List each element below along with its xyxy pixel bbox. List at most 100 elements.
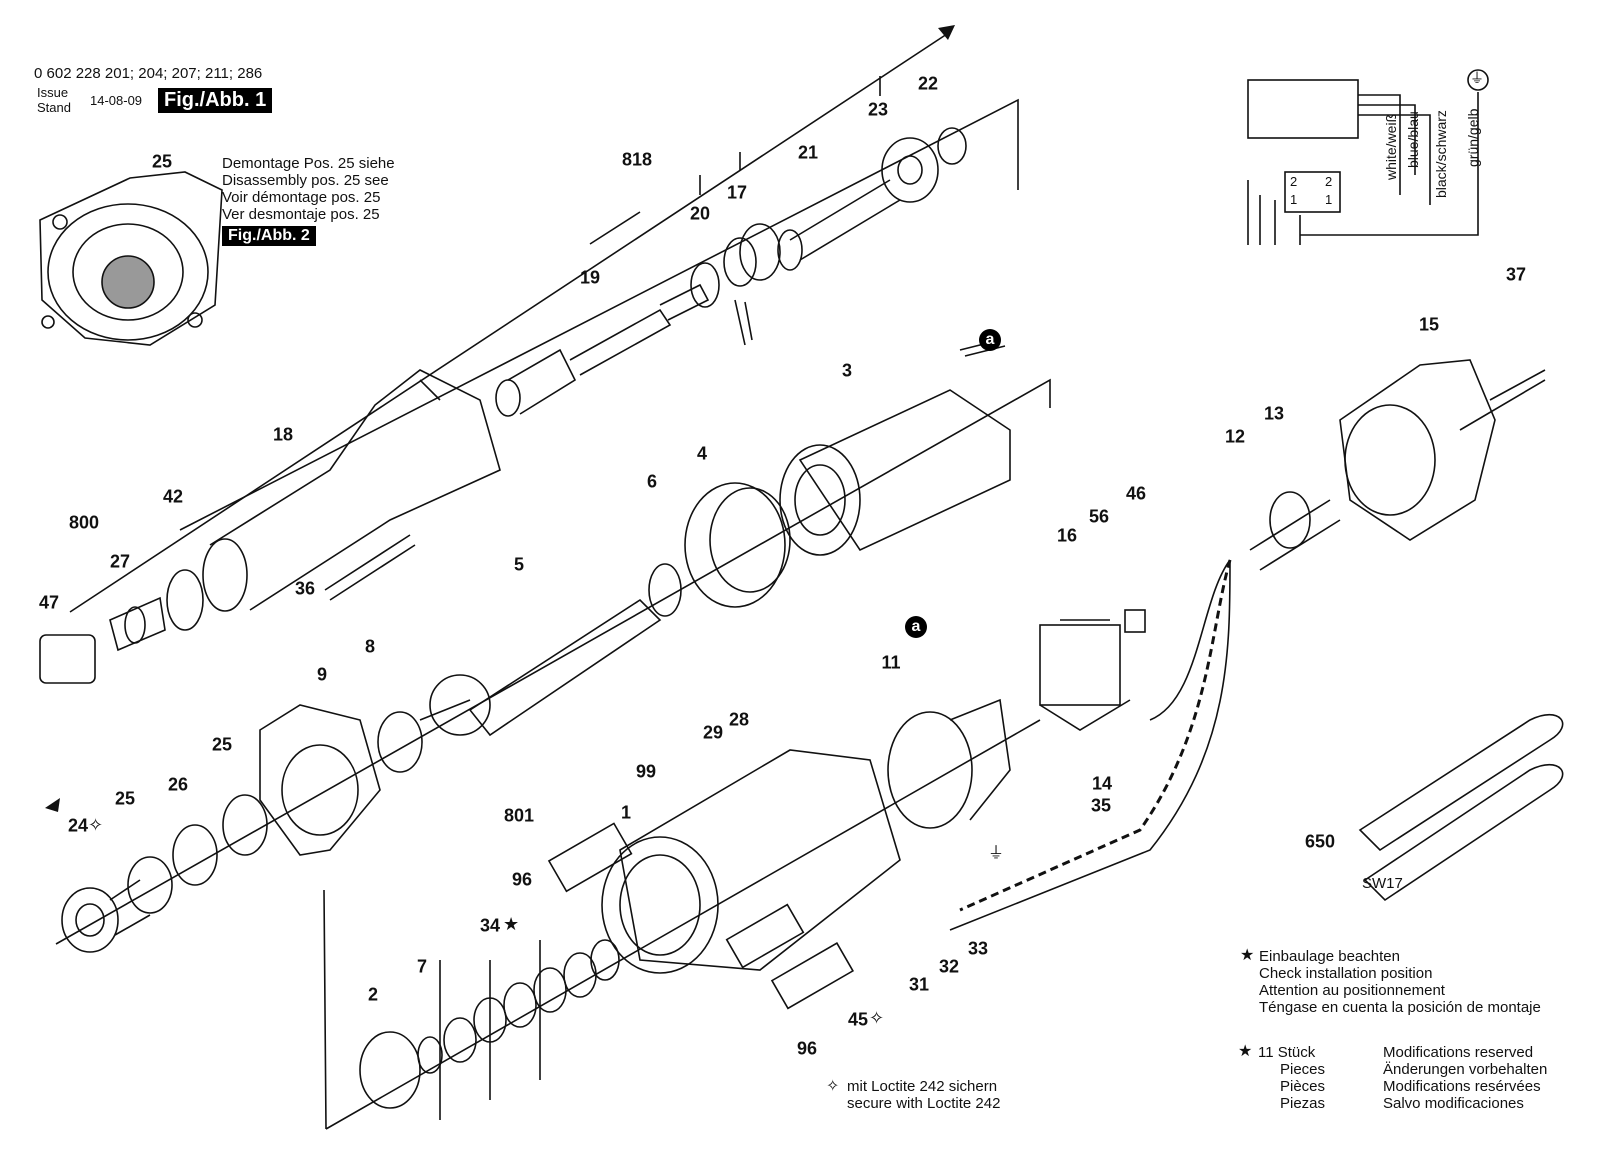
part-label-99: 99: [635, 761, 657, 782]
part-label-21: 21: [797, 142, 819, 163]
wrench-size-label: SW17: [1362, 875, 1403, 892]
part-label-25-a: 25: [211, 734, 233, 755]
part-label-16: 16: [1056, 525, 1078, 546]
loctite-star-icon: ✧: [826, 1078, 840, 1095]
part-label-29: 29: [702, 722, 724, 743]
part-label-800: 800: [68, 512, 100, 533]
part-label-33: 33: [967, 938, 989, 959]
star-icon: ★: [1238, 1043, 1253, 1060]
connection-marker-a: a: [905, 616, 927, 638]
modifications-line-3: Modifications resérvées: [1383, 1078, 1541, 1095]
part-label-2: 2: [367, 984, 379, 1005]
part-label-46: 46: [1125, 483, 1147, 504]
direction-arrow-icon: [45, 798, 60, 812]
end-shield-detail-drawing: [39, 171, 223, 346]
part-label-22: 22: [917, 73, 939, 94]
wire-label-black: black/schwarz: [1433, 110, 1449, 198]
part-label-19: 19: [579, 267, 601, 288]
fig2-badge: Fig./Abb. 2: [222, 226, 316, 246]
part-label-13: 13: [1263, 403, 1285, 424]
direction-arrow-icon: [938, 25, 955, 40]
installation-star-icon: ★: [503, 914, 520, 934]
part-label-818: 818: [621, 149, 653, 170]
terminal-2-left: 2: [1290, 174, 1298, 189]
count-note-line-3: Pièces: [1280, 1078, 1326, 1095]
terminal-2-right: 2: [1325, 174, 1333, 189]
part-label-47: 47: [38, 592, 60, 613]
star-note-line-4: Téngase en cuenta la posición de montaje: [1259, 999, 1541, 1016]
part-label-14: 14: [1091, 773, 1113, 794]
part-label-4: 4: [696, 443, 708, 464]
part-label-45: 45: [847, 1009, 869, 1030]
disassembly-line-1: Demontage Pos. 25 siehe: [222, 155, 395, 172]
part-label-37: 37: [1505, 264, 1527, 285]
star-note-line-3: Attention au positionnement: [1259, 982, 1445, 999]
star-note-line-1: Einbaulage beachten: [1259, 948, 1400, 965]
armature-drawing: [419, 598, 662, 737]
part-label-25-b: 25: [114, 788, 136, 809]
part-label-12: 12: [1224, 426, 1246, 447]
wire-label-blue: blue/blau: [1405, 111, 1421, 168]
issue-date: 14-08-09: [90, 93, 143, 108]
part-label-34: 34: [479, 915, 501, 936]
brush-rings-drawing: [359, 939, 620, 1120]
part-label-96-b: 96: [796, 1038, 818, 1059]
part-label-6: 6: [646, 471, 658, 492]
part-label-17: 17: [726, 182, 748, 203]
part-numbers: 0 602 228 201; 204; 207; 211; 286: [34, 65, 263, 82]
part-label-11: 11: [881, 652, 901, 673]
terminal-1-left: 1: [1290, 192, 1298, 207]
star-note-line-2: Check installation position: [1259, 965, 1433, 982]
count-note-line-2: Pieces: [1280, 1061, 1326, 1078]
part-label-96-a: 96: [511, 869, 533, 890]
part-label-28: 28: [728, 709, 750, 730]
loctite-star-icon: ✧: [869, 1008, 885, 1028]
part-label-15: 15: [1418, 314, 1440, 335]
part-label-24: 24: [67, 815, 89, 836]
motor-housing-drawing: [601, 749, 901, 974]
part-label-1: 1: [620, 802, 632, 823]
connection-marker-a: a: [979, 329, 1001, 351]
part-label-20: 20: [689, 203, 711, 224]
loctite-note-line-2: secure with Loctite 242: [847, 1095, 1001, 1112]
disassembly-line-4: Ver desmontaje pos. 25: [222, 206, 380, 223]
part-label-35: 35: [1090, 795, 1112, 816]
loctite-note-line-1: mit Loctite 242 sichern: [847, 1078, 998, 1095]
loctite-star-icon: ✧: [88, 815, 104, 835]
fig1-badge: Fig./Abb. 1: [158, 88, 273, 113]
ground-icon: ⏚: [988, 845, 1005, 862]
part-label-27: 27: [109, 551, 131, 572]
wire-label-green-yellow: grün/gelb: [1465, 108, 1481, 167]
part-label-25-detail: 25: [151, 151, 173, 172]
modifications-line-4: Salvo modificaciones: [1383, 1095, 1524, 1112]
modifications-line-1: Modifications reserved: [1383, 1044, 1534, 1061]
part-label-7: 7: [416, 956, 428, 977]
issue-label: Issue: [37, 85, 69, 100]
count-note-line-4: Piezas: [1280, 1095, 1326, 1112]
spindle-group-drawing: [495, 127, 967, 417]
part-label-42: 42: [162, 486, 184, 507]
gear-housing-drawing: [166, 369, 501, 631]
part-label-801: 801: [503, 805, 535, 826]
part-label-31: 31: [908, 974, 930, 995]
part-label-26: 26: [167, 774, 189, 795]
modifications-line-2: Änderungen vorbehalten: [1383, 1061, 1548, 1078]
wire-label-white: white/weiß: [1383, 113, 1399, 180]
part-label-32: 32: [938, 956, 960, 977]
part-label-18: 18: [272, 424, 294, 445]
part-label-3: 3: [841, 360, 853, 381]
part-label-56: 56: [1088, 506, 1110, 527]
count-note-line-1: 11 Stück: [1258, 1044, 1316, 1061]
disassembly-line-2: Disassembly pos. 25 see: [222, 172, 389, 189]
part-label-9: 9: [316, 664, 328, 685]
part-label-5: 5: [513, 554, 525, 575]
part-label-650: 650: [1304, 831, 1336, 852]
part-label-23: 23: [867, 99, 889, 120]
star-icon: ★: [1240, 947, 1255, 964]
disassembly-line-3: Voir démontage pos. 25: [222, 189, 381, 206]
stand-label: Stand: [37, 100, 71, 115]
part-label-36: 36: [294, 578, 316, 599]
part-label-8: 8: [364, 636, 376, 657]
terminal-1-right: 1: [1325, 192, 1333, 207]
